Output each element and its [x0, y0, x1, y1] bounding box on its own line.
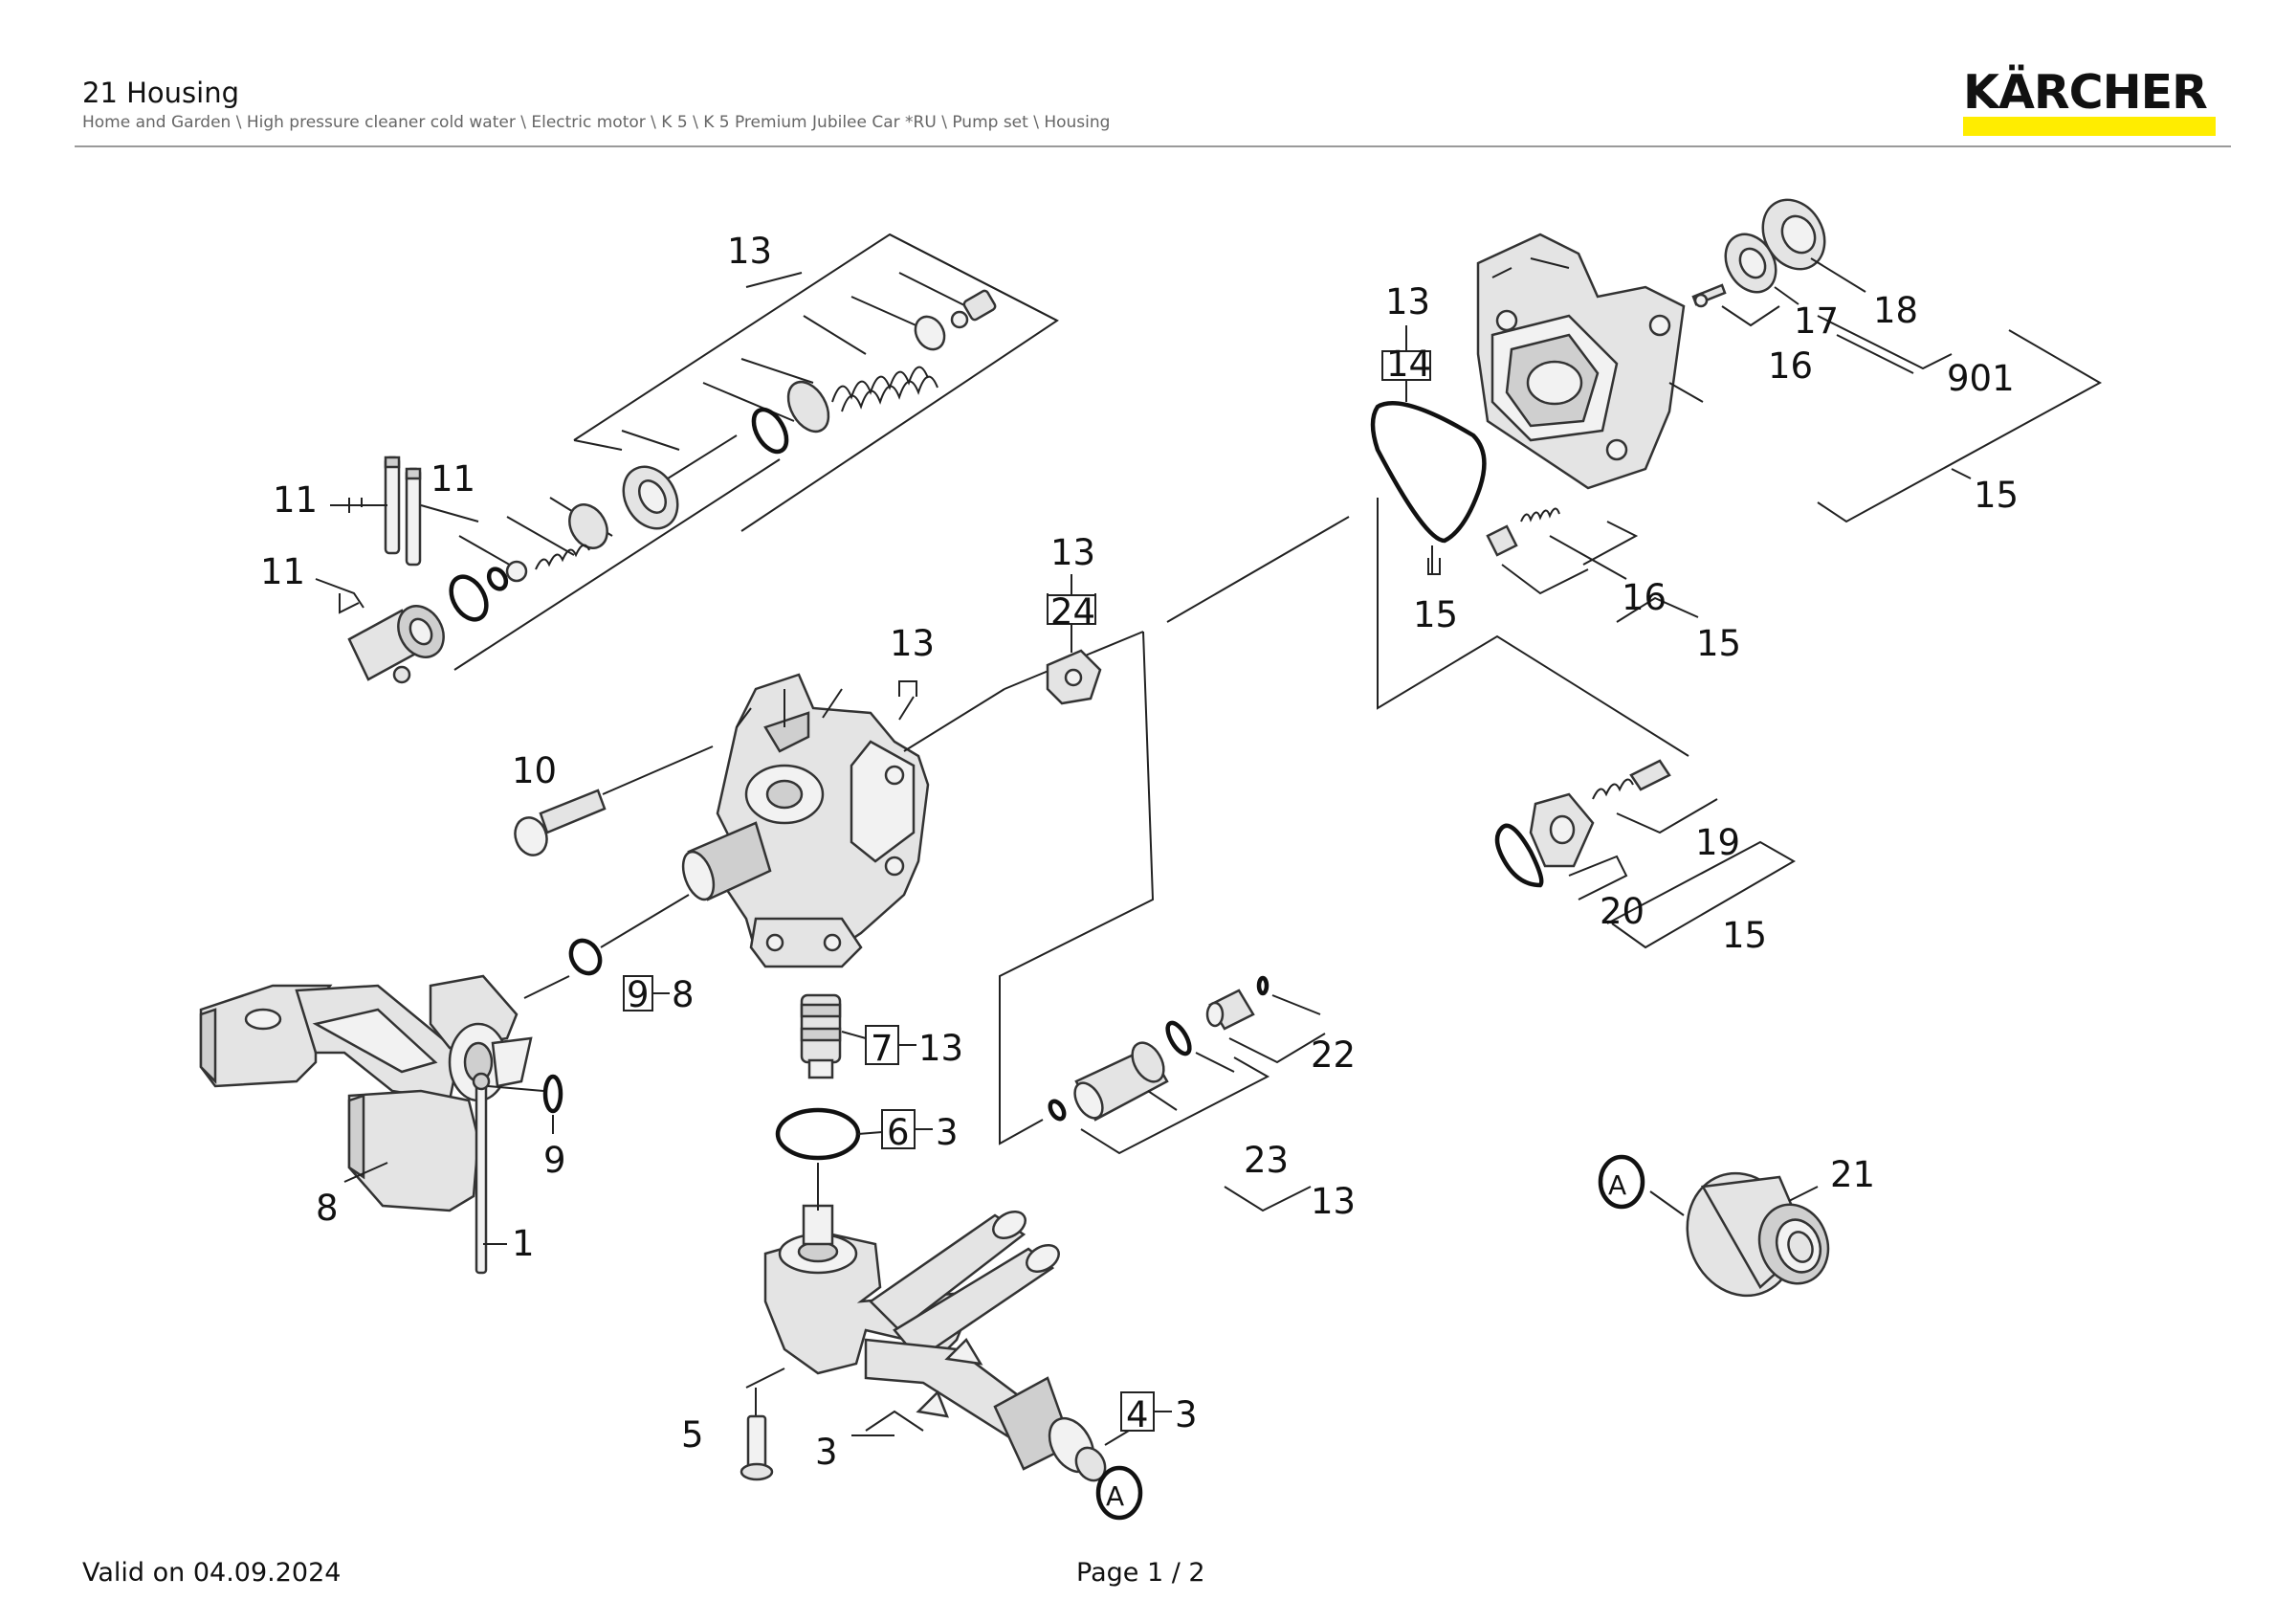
valve-part-16: [1486, 507, 1560, 557]
callout-3-b: 3: [815, 1432, 838, 1473]
callout-20: 20: [1600, 891, 1645, 932]
callout-15-a: 15: [1974, 475, 2019, 516]
marker-a2: A: [1608, 1169, 1626, 1201]
callout-19: 19: [1695, 822, 1740, 863]
adjuster-rods-part: [384, 456, 422, 567]
cap-part-18: [1761, 198, 1826, 271]
screw-part-10: [514, 789, 607, 856]
o-ring-part-20: [1494, 823, 1544, 888]
o-ring-part-9b: [542, 1074, 563, 1114]
valve-assembly-top: [347, 233, 1059, 684]
callout-13-top: 13: [727, 231, 772, 272]
marker-circle-a2: [1598, 1154, 1645, 1210]
callout-9-boxed: 9: [627, 974, 650, 1015]
page-number: Page 1 / 2: [1076, 1558, 1205, 1588]
callout-13-center: 13: [1050, 532, 1095, 573]
o-ring-part: [751, 407, 789, 455]
o-ring-large-part: [449, 574, 489, 622]
bearing-part-17: [1724, 233, 1777, 294]
seal-ring-part: [786, 380, 830, 434]
callout-8: 8: [316, 1188, 339, 1229]
callout-7: 7: [871, 1028, 894, 1069]
callout-24: 24: [1050, 591, 1095, 633]
callout-15-under-14: 15: [1413, 594, 1458, 635]
adjuster-knob-part: [347, 605, 445, 684]
leader-screw-10: [602, 745, 714, 795]
valve-sleeve-part: [568, 503, 608, 549]
callout-15-b: 15: [1696, 623, 1741, 664]
callout-23: 23: [1244, 1140, 1289, 1181]
callout-15-c: 15: [1722, 915, 1767, 956]
callout-22: 22: [1311, 1034, 1356, 1076]
fitting-part-24: [1046, 649, 1102, 705]
callout-6: 6: [887, 1112, 910, 1153]
marker-a1: A: [1106, 1480, 1124, 1512]
spring-part-19: [1592, 759, 1671, 800]
callout-9: 9: [543, 1140, 566, 1181]
clamp-bracket-part: [199, 974, 533, 1212]
washer-part: [914, 315, 946, 351]
callout-13-valve: 13: [918, 1028, 963, 1069]
screw-cap-part: [950, 289, 997, 329]
valve-plate-part-20: [1529, 792, 1595, 868]
leader-housing: [903, 688, 1005, 752]
callout-4: 4: [1126, 1394, 1149, 1435]
callout-3-a: 3: [936, 1112, 959, 1153]
small-o-ring-part: [486, 567, 509, 591]
callout-1: 1: [512, 1223, 535, 1264]
callout-16-a: 16: [1768, 345, 1813, 387]
callout-13-housing: 13: [890, 623, 935, 664]
logo-wordmark: KÄRCHER: [1963, 65, 2208, 120]
pump-cover-part: [1476, 233, 1686, 490]
marker-circle-a1: [1095, 1465, 1143, 1521]
valve-cartridge-part-7: [800, 993, 842, 1079]
leader-5: [745, 1367, 785, 1389]
pump-housing: [681, 673, 930, 968]
callout-16-b: 16: [1622, 577, 1667, 618]
callout-17: 17: [1794, 300, 1839, 342]
valve-part-23: [1048, 1020, 1192, 1122]
callout-14: 14: [1386, 344, 1431, 385]
callout-8-a: 8: [672, 974, 695, 1015]
callout-10: 10: [512, 750, 557, 791]
callout-18: 18: [1873, 290, 1918, 331]
callout-11-mid: 11: [430, 458, 475, 500]
hose-connector-part-21: [1686, 1171, 1830, 1298]
pin-part-1: [472, 1072, 491, 1275]
ball-part: [505, 560, 528, 583]
o-ring-part-14: [1370, 401, 1487, 544]
breadcrumb[interactable]: Home and Garden \ High pressure cleaner …: [82, 113, 1111, 132]
callout-901: 901: [1947, 358, 2015, 399]
callout-13-lower: 13: [1311, 1181, 1356, 1222]
o-ring-part-6: [775, 1107, 861, 1161]
callout-11-left: 11: [273, 479, 318, 521]
small-spring-part: [535, 544, 590, 570]
validity-date: Valid on 04.09.2024: [82, 1558, 342, 1588]
leader-9-to-clamp: [523, 975, 570, 999]
header-divider: [75, 145, 2231, 147]
piston-part: [622, 434, 738, 530]
callout-5: 5: [681, 1414, 704, 1456]
screw-part-5: [740, 1414, 774, 1481]
spring-part: [831, 366, 938, 412]
o-ring-part-9: [568, 938, 603, 976]
callout-3-c: 3: [1175, 1394, 1198, 1435]
valve-part-22: [1205, 975, 1269, 1031]
callout-21: 21: [1830, 1154, 1875, 1195]
callout-13-right: 13: [1385, 281, 1430, 322]
page-title: 21 Housing: [82, 77, 240, 109]
logo-yellow-bar: [1963, 117, 2216, 136]
callout-11-lower: 11: [260, 551, 305, 592]
manifold-part: [763, 1204, 1107, 1482]
screw-part-16: [1691, 283, 1727, 308]
karcher-logo: KÄRCHER: [1963, 67, 2216, 138]
